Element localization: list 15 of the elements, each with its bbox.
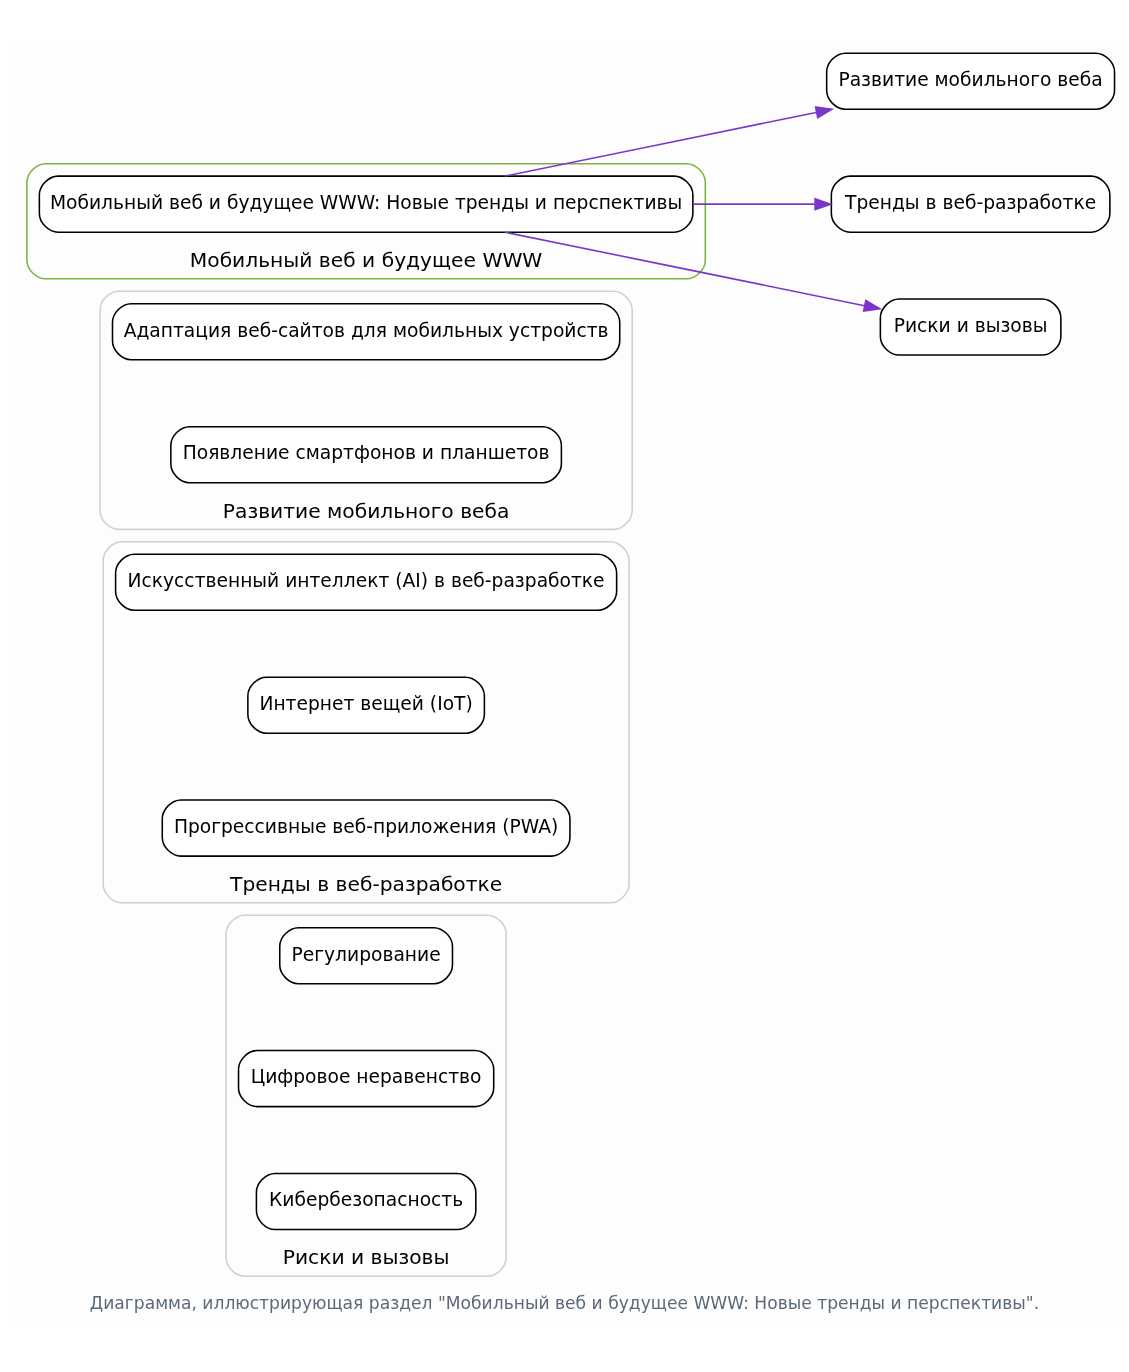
node-box: Развитие мобильного веба xyxy=(825,51,1116,110)
node-box: Кибербезопасность xyxy=(255,1172,477,1230)
node-box: Интернет вещей (IoT) xyxy=(247,675,486,734)
node-box: Адаптация веб-сайтов для мобильных устройств xyxy=(111,302,621,361)
node-box: Риски и вызовы xyxy=(879,297,1062,356)
node-box: Цифровое неравенство xyxy=(237,1049,495,1107)
caption: Диаграмма, иллюстрирующая раздел "Мобильный веб и будущее WWW: Новые тренды и перспективы". xyxy=(89,1292,1040,1313)
node-box: Искусственный интеллект (AI) в веб-разработке xyxy=(114,552,618,611)
node-box: Появление смартфонов и планшетов xyxy=(170,425,563,483)
arrow xyxy=(692,197,833,211)
node-box: Мобильный веб и будущее WWW: Новые тренды и перспективы xyxy=(38,174,694,233)
node-box: Тренды в веб-разработке xyxy=(830,174,1111,233)
node-box: Прогрессивные веб-приложения (PWA) xyxy=(161,798,571,857)
node-box: Регулирование xyxy=(279,926,454,984)
arrow xyxy=(504,230,883,312)
